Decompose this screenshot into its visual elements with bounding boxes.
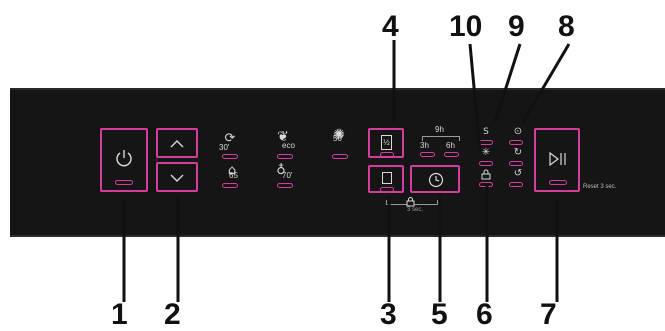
half-load-led: [380, 152, 394, 157]
pot-65-icon: ⌂: [227, 163, 237, 178]
glass-label: 70': [282, 171, 293, 180]
program-up-button[interactable]: [156, 128, 198, 158]
prog50-led[interactable]: [332, 154, 348, 159]
intensive-label: 65: [229, 171, 238, 180]
intensive-led[interactable]: [222, 183, 238, 188]
leaf-eco-icon: ❦: [277, 129, 289, 145]
express-led[interactable]: [222, 154, 238, 159]
program-down-button[interactable]: [156, 162, 198, 192]
start-pause-button[interactable]: [534, 128, 580, 192]
lock-icon: [481, 169, 491, 180]
callout-5: 5: [431, 298, 448, 331]
callout-10: 10: [449, 10, 483, 43]
express-label: 30': [219, 143, 230, 152]
start-pause-led: [549, 180, 567, 185]
salt-icon: S: [483, 127, 489, 137]
leader-8: [521, 43, 571, 123]
rinse-aid-led: [479, 161, 493, 166]
clock-icon: [428, 172, 444, 188]
prog-50-icon: ✺: [333, 127, 345, 143]
prog50-label: 50': [333, 134, 344, 143]
callout-2: 2: [164, 298, 181, 331]
eco-label: eco: [282, 141, 295, 150]
rinse-aid-icon: ✳: [481, 147, 491, 158]
half-load-icon: ½: [381, 135, 392, 150]
callout-7: 7: [540, 298, 557, 331]
chevron-up-icon: [170, 140, 184, 148]
delay-bracket: [422, 136, 460, 141]
tablet-icon: ⊙: [513, 126, 523, 137]
cycle-b-led: [509, 182, 523, 187]
delay-button[interactable]: [410, 165, 460, 193]
callout-4: 4: [382, 10, 399, 43]
reset-label: Reset 3 sec.: [583, 184, 617, 190]
cycle-b-icon: ↺: [513, 168, 523, 179]
tablet-led: [509, 140, 523, 145]
half-load-label: ½: [383, 138, 390, 147]
callout-1: 1: [111, 298, 128, 331]
leader-9: [493, 43, 522, 123]
express-30-icon: ⟳: [224, 131, 236, 146]
option-led: [380, 187, 394, 192]
chevron-down-icon: [170, 174, 184, 182]
callout-6: 6: [476, 298, 493, 331]
cycle-a-led: [509, 161, 523, 166]
delay-3h-label: 3h: [420, 141, 429, 150]
delay-9h-label: 9h: [435, 125, 444, 134]
option-button[interactable]: [368, 165, 404, 193]
power-led: [115, 180, 133, 185]
lock-combo-icon: [406, 197, 415, 207]
power-button[interactable]: [100, 128, 148, 192]
callout-9: 9: [508, 10, 525, 43]
delay-6h-led: [444, 152, 459, 157]
lock-combo-label: 3 sec.: [407, 207, 424, 213]
option-square-icon: [382, 172, 392, 184]
half-load-button[interactable]: ½: [368, 128, 404, 158]
callout-3: 3: [380, 298, 397, 331]
power-icon: [116, 150, 132, 167]
callout-8: 8: [558, 10, 575, 43]
cycle-a-icon: ↻: [513, 147, 523, 158]
delay-6h-label: 6h: [446, 141, 455, 150]
eco-led[interactable]: [277, 154, 293, 159]
play-pause-icon: [549, 152, 566, 166]
glass-led[interactable]: [277, 183, 293, 188]
glass-70-icon: ♁: [276, 163, 286, 178]
delay-3h-led: [420, 152, 435, 157]
leader-10: [468, 43, 482, 153]
